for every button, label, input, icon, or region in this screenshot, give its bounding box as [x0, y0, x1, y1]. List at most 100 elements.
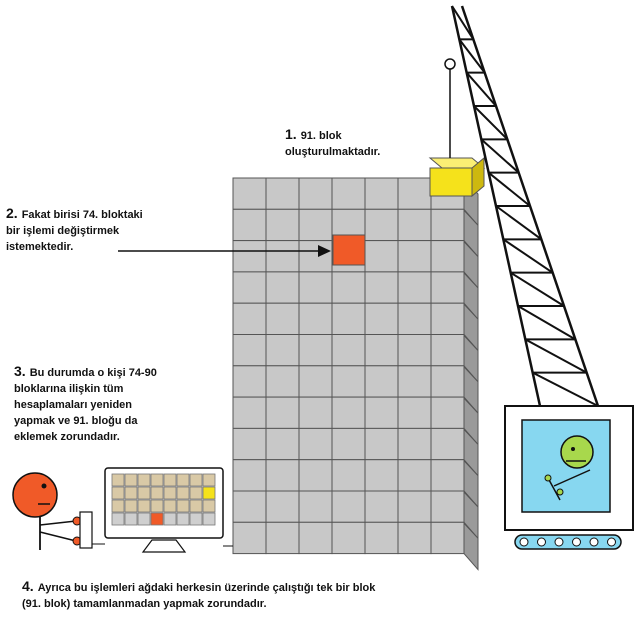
- block: [397, 208, 432, 242]
- monitor-stand: [141, 539, 187, 553]
- block: [430, 334, 465, 367]
- crane-cab-window: [521, 419, 611, 513]
- block: [364, 365, 399, 398]
- block: [364, 334, 399, 367]
- block: [397, 459, 432, 492]
- block: [331, 459, 366, 492]
- crane-brace: [465, 72, 497, 107]
- block: [331, 427, 366, 461]
- sheet-cell: [137, 499, 151, 513]
- modified-block-74: [332, 234, 366, 266]
- person: [12, 472, 93, 550]
- block: [397, 396, 432, 429]
- monitor-spreadsheet: [111, 473, 216, 526]
- sheet-cell: [176, 512, 190, 526]
- block: [364, 302, 399, 336]
- block: [331, 302, 366, 336]
- block: [397, 490, 432, 523]
- operator-face: [560, 435, 594, 469]
- sheet-cell: [189, 512, 203, 526]
- block: [298, 334, 333, 367]
- sheet-cell: [137, 486, 151, 500]
- block: [397, 427, 432, 461]
- block: [232, 396, 267, 429]
- sheet-cell: [189, 486, 203, 500]
- block: [265, 271, 300, 304]
- block: [331, 490, 366, 523]
- block: [364, 427, 399, 461]
- crane-brace: [480, 138, 520, 174]
- sheet-cell: [202, 486, 216, 500]
- track-wheel: [519, 537, 529, 547]
- sheet-cell: [163, 512, 177, 526]
- block: [298, 490, 333, 523]
- track-wheel: [537, 537, 546, 547]
- sheet-cell: [150, 512, 164, 526]
- block: [331, 365, 366, 398]
- sheet-cell: [176, 486, 190, 500]
- block: [430, 240, 465, 273]
- caption-step-4: 4.Ayrıca bu işlemleri ağdaki herkesin üz…: [22, 578, 376, 610]
- block: [430, 459, 465, 492]
- sheet-cell: [137, 512, 151, 526]
- block: [265, 490, 300, 523]
- crane-brace: [451, 5, 475, 40]
- block: [364, 459, 399, 492]
- tower-side-face: [463, 177, 479, 571]
- block: [397, 302, 432, 336]
- block: [430, 271, 465, 304]
- crane-brace: [488, 171, 531, 207]
- block: [364, 240, 399, 273]
- sheet-cell: [176, 499, 190, 513]
- phone-device: [79, 511, 93, 549]
- caption-step-3: 3.Bu durumda o kişi 74-90 bloklarına ili…: [14, 363, 157, 443]
- sheet-cell: [111, 512, 125, 526]
- block: [331, 396, 366, 429]
- crane-brace: [502, 238, 554, 274]
- block: [364, 271, 399, 304]
- block: [298, 365, 333, 398]
- block: [430, 396, 465, 429]
- sheet-cell: [163, 473, 177, 487]
- sheet-cell: [163, 486, 177, 500]
- block: [397, 334, 432, 367]
- block: [232, 521, 267, 555]
- track-wheel: [554, 537, 564, 547]
- crane: [444, 5, 634, 550]
- block: [265, 334, 300, 367]
- block: [364, 521, 399, 555]
- block: [265, 521, 300, 555]
- computer: [92, 467, 233, 553]
- sheet-cell: [124, 486, 138, 500]
- block: [298, 302, 333, 336]
- sheet-cell: [202, 473, 216, 487]
- block-side: [463, 522, 479, 571]
- crane-brace: [517, 305, 576, 341]
- crane-brace: [495, 205, 542, 241]
- block: [298, 271, 333, 304]
- track-wheel: [589, 537, 599, 547]
- track-wheel: [572, 537, 581, 547]
- sheet-cell: [111, 473, 125, 487]
- sheet-cell: [150, 499, 164, 513]
- sheet-cell: [189, 473, 203, 487]
- new-block-91: [428, 156, 486, 198]
- block: [232, 459, 267, 492]
- crane-brace: [524, 338, 588, 374]
- block: [364, 396, 399, 429]
- sheet-cell: [111, 499, 125, 513]
- sheet-cell: [124, 473, 138, 487]
- block: [265, 365, 300, 398]
- block-tower: [232, 177, 479, 571]
- block: [265, 396, 300, 429]
- block: [298, 521, 333, 555]
- block: [265, 177, 300, 210]
- track-wheel: [607, 537, 616, 547]
- block: [232, 334, 267, 367]
- block: [232, 177, 267, 210]
- crane-track: [514, 534, 622, 550]
- block: [331, 177, 366, 210]
- block: [232, 490, 267, 523]
- block: [430, 490, 465, 523]
